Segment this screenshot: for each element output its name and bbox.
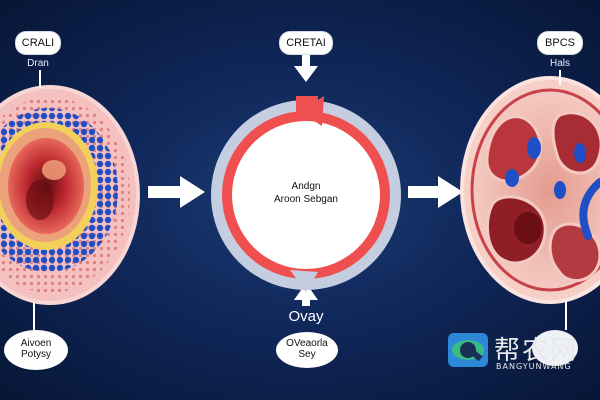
flow-arrow-left (148, 176, 205, 208)
left-subtitle: Dran (27, 58, 49, 69)
left-bottom-label: Aivoen Potysy (4, 330, 68, 370)
watermark-latin: BANGYUNWANG (496, 362, 572, 371)
left-tissue-section (0, 70, 140, 330)
flow-arrow-right (408, 176, 463, 208)
left-title-label: CRALI (16, 32, 60, 54)
right-bottom-bubble (532, 330, 578, 366)
ring-center-line1: Andgn (291, 181, 321, 192)
center-bottom-line2: Sey (298, 349, 316, 360)
ring-center-text: Andgn Aroon Sebgan (256, 180, 356, 206)
right-title-label: BPCS (538, 32, 582, 54)
left-bottom-line2: Potysy (20, 349, 51, 360)
left-bottom-line1: Aivoen (20, 338, 52, 349)
center-bottom-line1: OVeaorla (286, 338, 328, 349)
center-bottom-label: OVeaorla Sey (276, 332, 338, 368)
ovay-label: Ovay (288, 308, 324, 325)
watermark-logo (448, 333, 488, 367)
down-arrow (294, 52, 318, 82)
watermark-chars: 帮农网 (494, 336, 579, 366)
ring-center-line2: Aroon Sebgan (274, 194, 338, 205)
cycle-ring (211, 96, 401, 292)
right-subtitle: Hals (549, 58, 570, 69)
right-organ-section (460, 70, 600, 330)
center-title-label: CRETAI (280, 32, 332, 54)
